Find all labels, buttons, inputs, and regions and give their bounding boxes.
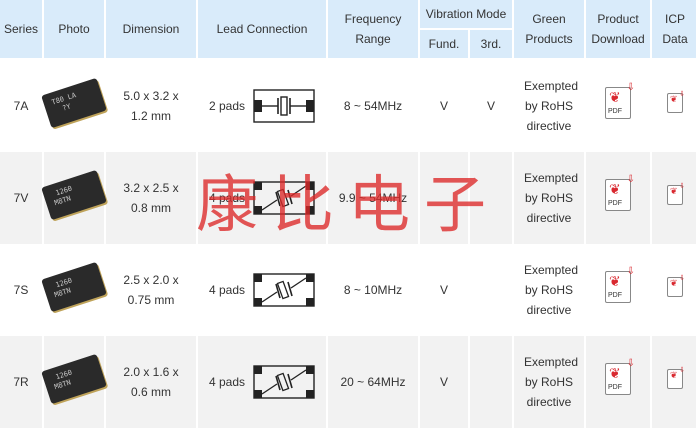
photo-cell: 1260 M8TN: [41, 152, 107, 244]
four-pad-crystal-diagram: [253, 273, 315, 307]
header-frequency: Frequency Range: [328, 0, 420, 60]
table-row: 7R 1260 M8TN 2.0 x 1.6 x 0.6 mm 4 pads: [0, 336, 696, 428]
pads-label: 4 pads: [208, 191, 246, 205]
pads-label: 4 pads: [208, 283, 246, 297]
icp-cell: ❦⇩: [652, 244, 696, 336]
pads-label: 4 pads: [208, 375, 246, 389]
dimension-cell: 2.0 x 1.6 x 0.6 mm: [106, 336, 198, 428]
header-series: Series: [0, 0, 44, 60]
table-row: 7S 1260 M8TN 2.5 x 2.0 x 0.75 mm 4 pads: [0, 244, 696, 336]
header-lead-connection: Lead Connection: [198, 0, 328, 60]
download-cell: ❦PDF⇩: [586, 244, 652, 336]
series-cell: 7R: [0, 336, 44, 428]
frequency-cell: 9.9 ~ 54MHz: [328, 152, 420, 244]
four-pad-crystal-diagram: [253, 365, 315, 399]
pdf-download-icon[interactable]: ❦PDF⇩: [605, 175, 635, 211]
icp-cell: ❦⇩: [652, 152, 696, 244]
green-cell: Exempted by RoHS directive: [514, 244, 586, 336]
photo-cell: 1260 M8TN: [41, 336, 107, 428]
green-cell: Exempted by RoHS directive: [514, 336, 586, 428]
lead-cell: 4 pads: [198, 336, 328, 428]
lead-cell: 4 pads: [198, 152, 328, 244]
icp-pdf-icon[interactable]: ❦⇩: [667, 367, 685, 389]
icp-cell: ❦⇩: [652, 336, 696, 428]
third-cell: [470, 152, 514, 244]
crystal-photo: T80 LA ?Y: [41, 77, 107, 129]
fund-cell: V: [420, 60, 470, 152]
pdf-download-icon[interactable]: ❦PDF⇩: [605, 267, 635, 303]
dimension-cell: 3.2 x 2.5 x 0.8 mm: [106, 152, 198, 244]
series-cell: 7A: [0, 60, 44, 152]
header-green-products: Green Products: [514, 0, 586, 60]
pdf-download-icon[interactable]: ❦PDF⇩: [605, 359, 635, 395]
fund-cell: V: [420, 244, 470, 336]
header-third: 3rd.: [470, 30, 514, 60]
table-row: 7V 1260 M8TN 3.2 x 2.5 x 0.8 mm 4 pads: [0, 152, 696, 244]
frequency-cell: 8 ~ 54MHz: [328, 60, 420, 152]
third-cell: V: [470, 60, 514, 152]
icp-pdf-icon[interactable]: ❦⇩: [667, 183, 685, 205]
frequency-cell: 20 ~ 64MHz: [328, 336, 420, 428]
icp-cell: ❦⇩: [652, 60, 696, 152]
crystal-photo: 1260 M8TN: [41, 169, 107, 221]
lead-cell: 2 pads: [198, 60, 328, 152]
third-cell: [470, 244, 514, 336]
icp-pdf-icon[interactable]: ❦⇩: [667, 91, 685, 113]
four-pad-crystal-diagram: [253, 181, 315, 215]
third-cell: [470, 336, 514, 428]
series-cell: 7S: [0, 244, 44, 336]
pads-label: 2 pads: [208, 99, 246, 113]
icp-pdf-icon[interactable]: ❦⇩: [667, 275, 685, 297]
fund-cell: [420, 152, 470, 244]
two-pad-crystal-diagram: [253, 89, 315, 123]
pdf-download-icon[interactable]: ❦PDF⇩: [605, 83, 635, 119]
header-dimension: Dimension: [106, 0, 198, 60]
lead-cell: 4 pads: [198, 244, 328, 336]
header-vibration-mode: Vibration Mode: [420, 0, 514, 30]
frequency-cell: 8 ~ 10MHz: [328, 244, 420, 336]
download-cell: ❦PDF⇩: [586, 60, 652, 152]
chip-marking: T80 LA ?Y: [50, 91, 78, 116]
series-cell: 7V: [0, 152, 44, 244]
chip-marking: 1260 M8TN: [50, 184, 74, 208]
dimension-cell: 5.0 x 3.2 x 1.2 mm: [106, 60, 198, 152]
header-fund: Fund.: [420, 30, 470, 60]
header-photo: Photo: [44, 0, 106, 60]
green-cell: Exempted by RoHS directive: [514, 60, 586, 152]
photo-cell: 1260 M8TN: [41, 244, 107, 336]
download-cell: ❦PDF⇩: [586, 336, 652, 428]
header-icp-data: ICP Data: [652, 0, 696, 60]
dimension-cell: 2.5 x 2.0 x 0.75 mm: [106, 244, 198, 336]
chip-marking: 1260 M8TN: [50, 368, 74, 392]
header-product-download: Product Download: [586, 0, 652, 60]
fund-cell: V: [420, 336, 470, 428]
chip-marking: 1260 M8TN: [50, 276, 74, 300]
download-cell: ❦PDF⇩: [586, 152, 652, 244]
crystal-photo: 1260 M8TN: [41, 353, 107, 405]
photo-cell: T80 LA ?Y: [41, 60, 107, 152]
green-cell: Exempted by RoHS directive: [514, 152, 586, 244]
table-row: 7A T80 LA ?Y 5.0 x 3.2 x 1.2 mm 2 pads: [0, 60, 696, 152]
crystal-photo: 1260 M8TN: [41, 261, 107, 313]
